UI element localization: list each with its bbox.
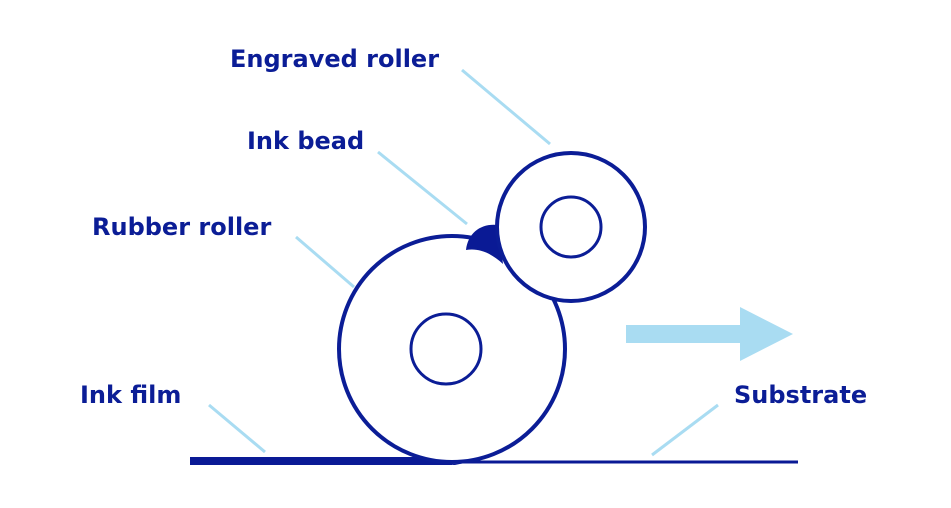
rubber-roller-hub (409, 312, 483, 386)
leader-engraved-roller (461, 68, 551, 146)
label-substrate: Substrate (734, 381, 867, 409)
leader-ink-bead (377, 150, 468, 226)
motion-arrow (626, 307, 793, 361)
engraved-roller (495, 151, 647, 303)
ink-bead (466, 224, 503, 264)
label-ink-bead: Ink bead (247, 127, 364, 155)
label-rubber-roller: Rubber roller (92, 213, 271, 241)
label-ink-film: Ink film (80, 381, 181, 409)
leader-substrate (651, 403, 719, 457)
ink-film (190, 457, 452, 465)
engraved-roller-hub (539, 195, 603, 259)
rubber-roller (337, 234, 567, 464)
label-engraved-roller: Engraved roller (230, 45, 439, 73)
leader-ink-film (208, 403, 266, 454)
leader-rubber-roller (295, 235, 355, 289)
